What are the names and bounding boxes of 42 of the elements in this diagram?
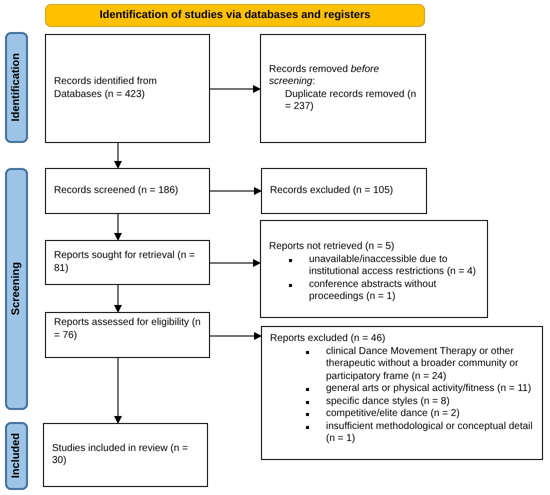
process-box <box>260 220 488 318</box>
box-text: general arts or physical activity/fitness (n = 11) <box>326 383 532 396</box>
header-text: Identification of studies via databases and registers <box>100 9 370 22</box>
box-text: Records excluded (n = 105) <box>270 184 394 198</box>
process-box <box>45 168 210 214</box>
phase-band <box>5 168 28 410</box>
box-text: Records removed before screening: <box>269 64 380 88</box>
stage-header <box>45 4 425 27</box>
arrow <box>210 85 261 93</box>
box-text: Records screened (n = 186) <box>54 184 180 198</box>
box-text: Records identified from Databases (n = 423) <box>54 76 158 101</box>
box-text: clinical Dance Movement Therapy or other therapeutic without a broader community or participatory frame (n = 24) <box>326 346 520 383</box>
arrow <box>114 214 122 241</box>
arrow <box>114 284 122 313</box>
box-text: insufficient methodological or conceptual detail (n = 1) <box>326 420 534 446</box>
phase-band <box>5 32 28 143</box>
process-box <box>261 168 427 214</box>
phase-band <box>5 422 28 490</box>
process-box <box>261 326 543 460</box>
box-text: conference abstracts without proceedings (n = 1) <box>309 278 438 304</box>
box-text: Reports not retrieved (n = 5) <box>269 241 396 254</box>
box-text: Reports assessed for eligibility (n = 76) <box>54 317 201 342</box>
process-box <box>260 34 426 143</box>
phase-label: Included <box>10 433 23 479</box>
box-text: Reports sought for retrieval (n = 81) <box>54 250 196 275</box>
box-text: specific dance styles (n = 8) <box>326 396 450 408</box>
arrow <box>210 332 262 340</box>
phase-label: Screening <box>10 262 23 316</box>
arrow <box>210 259 261 267</box>
process-box <box>45 312 210 358</box>
arrow <box>114 358 122 424</box>
arrow <box>114 142 122 169</box>
process-box <box>43 423 208 487</box>
process-box <box>45 34 210 143</box>
arrow <box>210 187 262 195</box>
box-text: competitive/elite dance (n = 2) <box>326 408 460 420</box>
process-box <box>45 240 210 285</box>
box-text: Duplicate records removed (n = 237) <box>284 88 417 114</box>
phase-label: Identification <box>10 53 23 122</box>
box-text: Studies included in review (n = 30) <box>52 442 189 468</box>
box-text: unavailable/inaccessible due to institutional access restrictions (n = 4) <box>309 254 478 278</box>
box-text: Reports excluded (n = 46) <box>270 333 386 346</box>
